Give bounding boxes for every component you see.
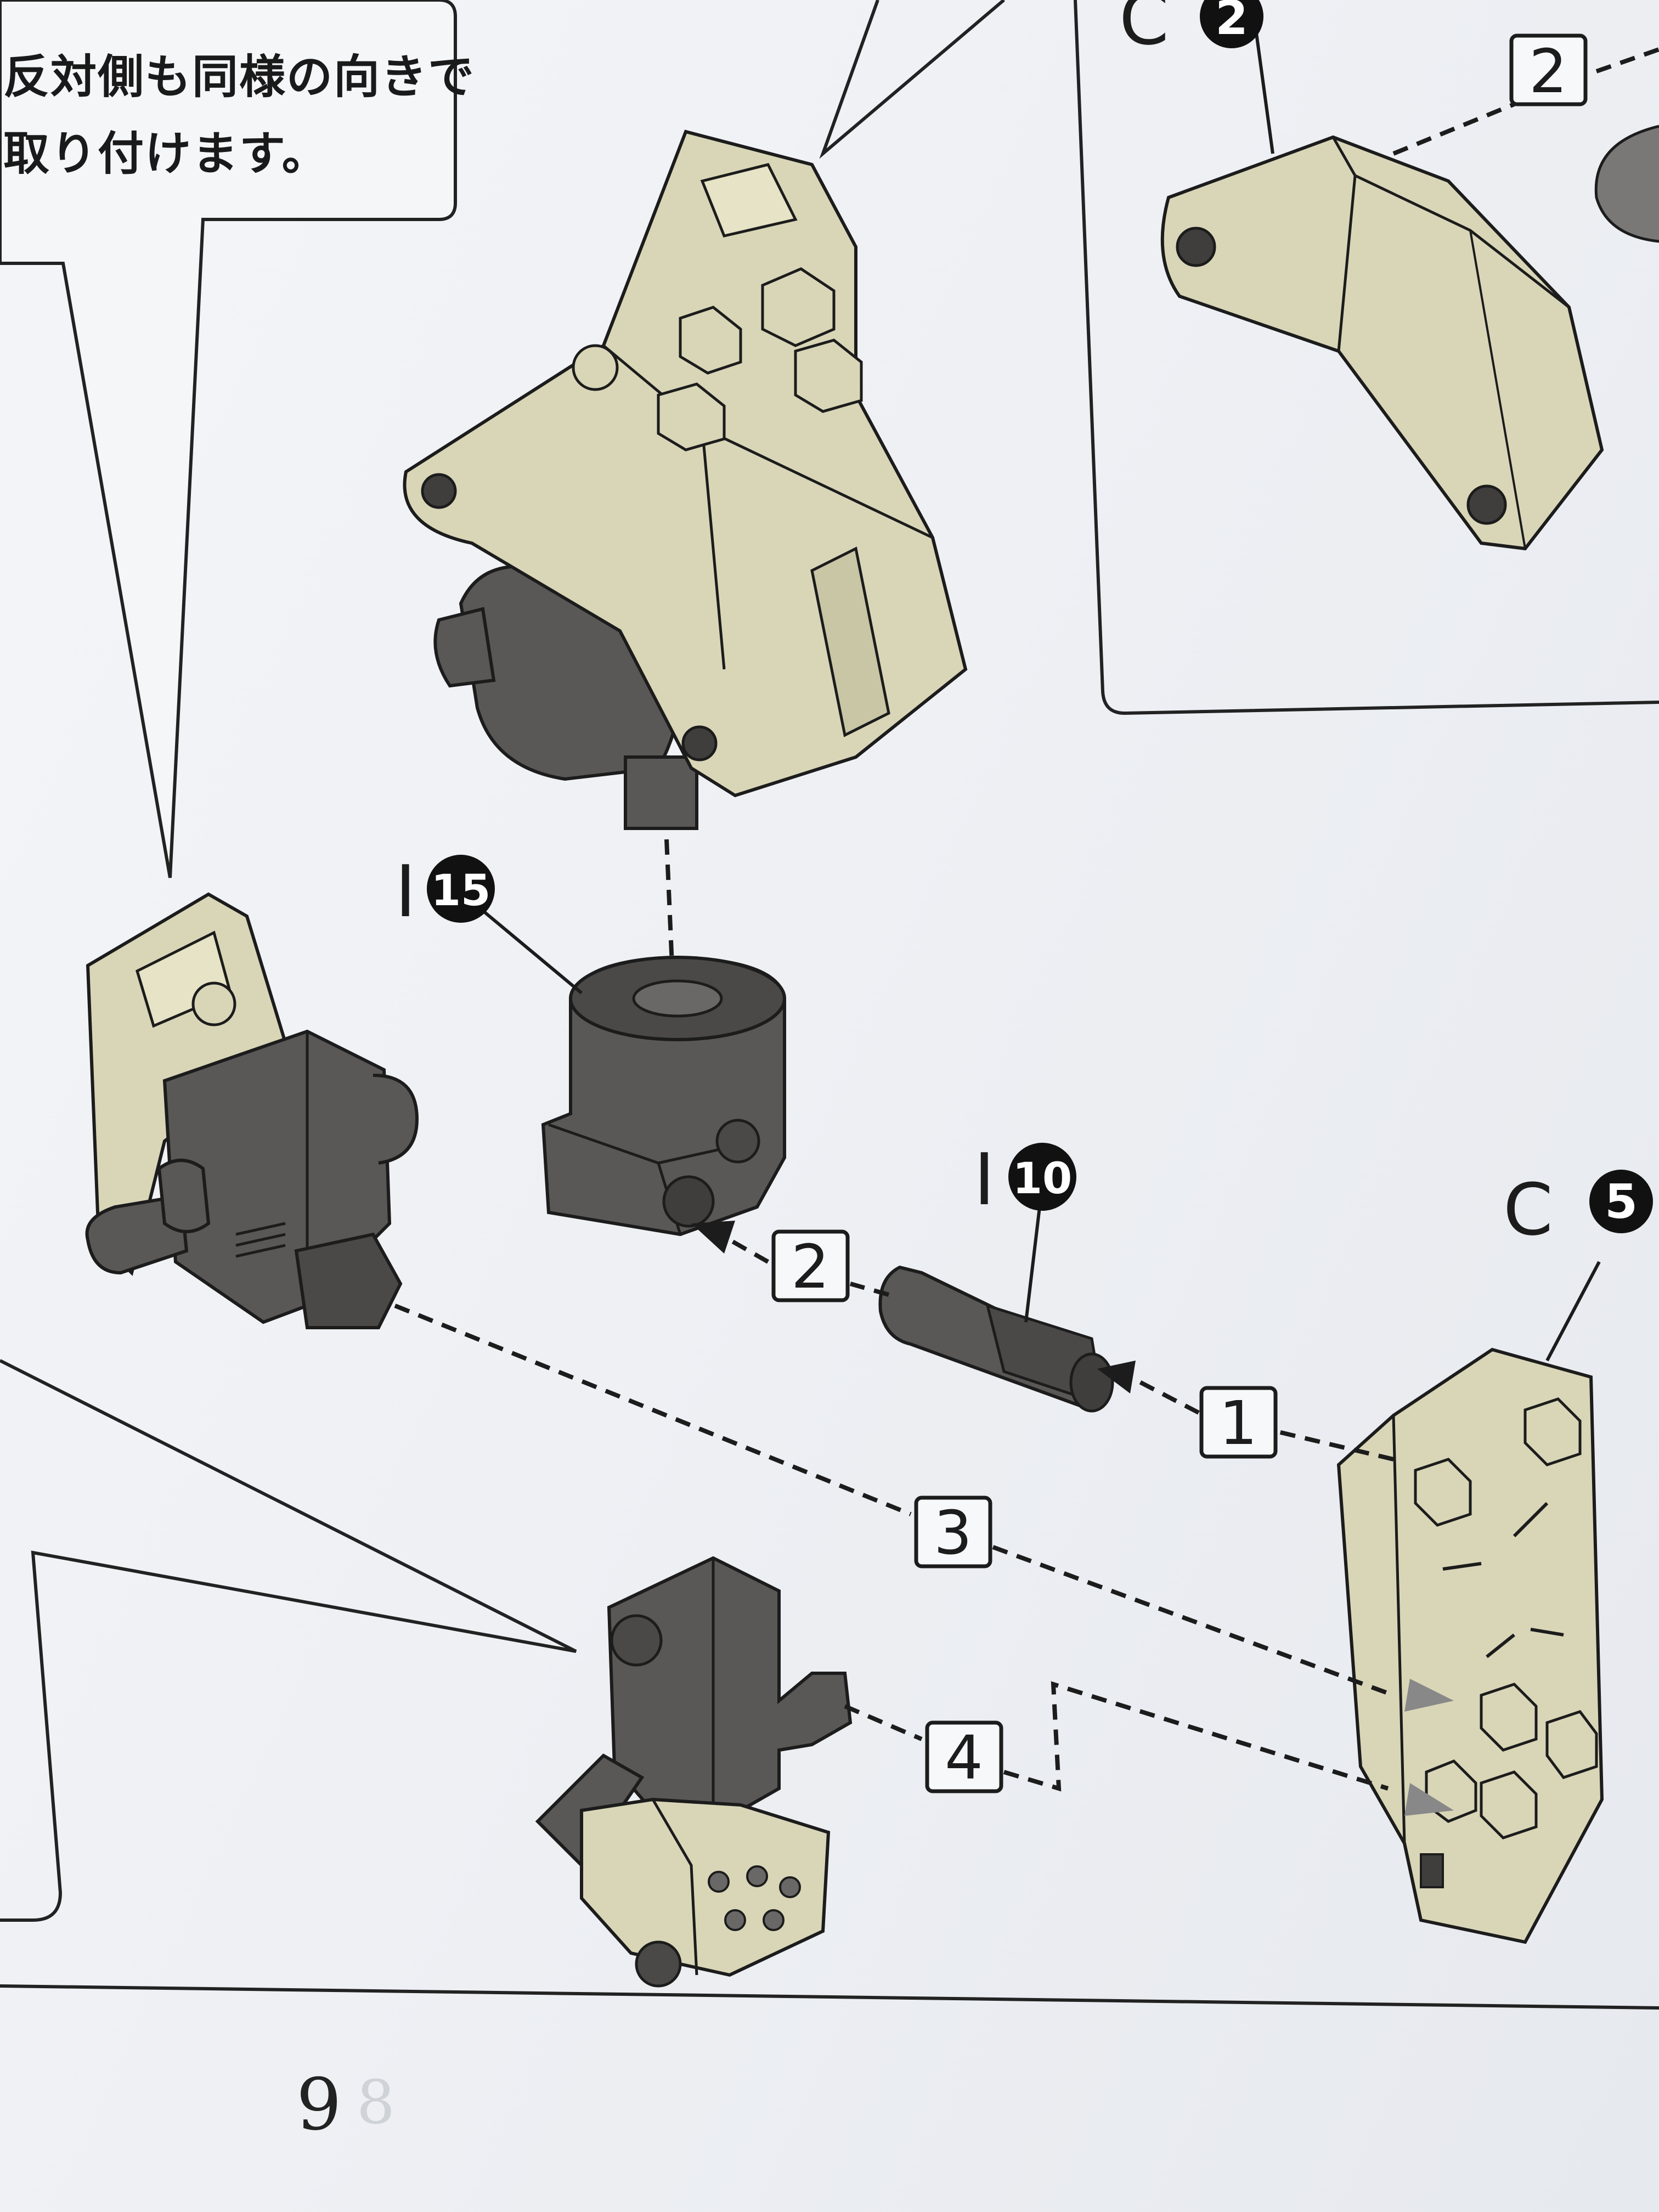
insert-line-head-to-i15	[664, 839, 674, 966]
bleed-through-page-number: 8	[357, 2067, 395, 2137]
i10-leader-line	[1024, 1206, 1041, 1323]
part-c5-plate	[1336, 1347, 1604, 1944]
callout-line-1: 反対側も同様の向きで	[3, 50, 476, 104]
label-c5: C 5	[1503, 1168, 1653, 1251]
c2-leader-line	[1255, 32, 1274, 154]
label-i15-number: 15	[431, 866, 491, 916]
part-i10-pin	[878, 1265, 1114, 1413]
label-i15: I 15	[395, 850, 495, 933]
label-i10-number: 10	[1013, 1154, 1073, 1204]
label-i10-sprue: I	[974, 1138, 995, 1221]
label-c5-number: 5	[1605, 1175, 1638, 1229]
part-lower-assembly	[535, 1556, 853, 1988]
step-box-4-number: 4	[945, 1723, 983, 1793]
step-box-2: 2	[771, 1229, 850, 1302]
step2-arrowhead	[691, 1221, 735, 1254]
callout-instruction-text: 反対側も同様の向きで 取り付けます。	[3, 38, 475, 192]
i15-leader-line	[482, 909, 583, 995]
step1-arrowhead	[1097, 1361, 1136, 1393]
inset-pointer-lines	[819, 0, 1005, 159]
part-left-assembly	[85, 892, 419, 1329]
step3-arrowhead	[1404, 1679, 1454, 1712]
step1-dashed-line	[1129, 1375, 1394, 1462]
label-c5-sprue: C	[1503, 1168, 1553, 1251]
page-bottom-rule	[0, 1984, 1659, 2010]
label-c2-sprue: C	[1119, 0, 1169, 61]
step3-dashed-line	[394, 1304, 1395, 1697]
step-box-1-number: 1	[1219, 1388, 1257, 1458]
inset-grey-part-edge	[1594, 125, 1659, 243]
step-box-1: 1	[1199, 1386, 1278, 1459]
speech-callout-bubble	[0, 0, 457, 878]
label-i10: I 10	[974, 1138, 1076, 1221]
part-i15-joint	[541, 955, 786, 1237]
inset-step-dashed-line	[1392, 47, 1659, 156]
step-box-2-number: 2	[791, 1232, 830, 1302]
label-i15-sprue: I	[395, 850, 416, 933]
label-c2: C 2	[1119, 0, 1263, 61]
step-box-inset: 2	[1509, 33, 1588, 106]
callout-frame-lower	[0, 1359, 577, 1922]
inset-frame	[1074, 0, 1659, 715]
step4-dashed-line	[844, 1681, 1389, 1792]
step-box-3-number: 3	[934, 1498, 972, 1568]
page-number: 9	[296, 2063, 342, 2146]
step2-dashed-line	[729, 1238, 890, 1297]
label-c2-number: 2	[1215, 0, 1248, 46]
step4-arrowhead	[1404, 1783, 1454, 1816]
step-box-3: 3	[914, 1496, 992, 1568]
part-c2-arm	[1160, 135, 1604, 551]
step-box-4: 4	[925, 1720, 1003, 1793]
c5-leader-line	[1545, 1261, 1601, 1362]
part-upper-assembly	[403, 129, 968, 830]
callout-line-2: 取り付けます。	[3, 127, 329, 180]
step-box-inset-number: 2	[1529, 36, 1567, 106]
